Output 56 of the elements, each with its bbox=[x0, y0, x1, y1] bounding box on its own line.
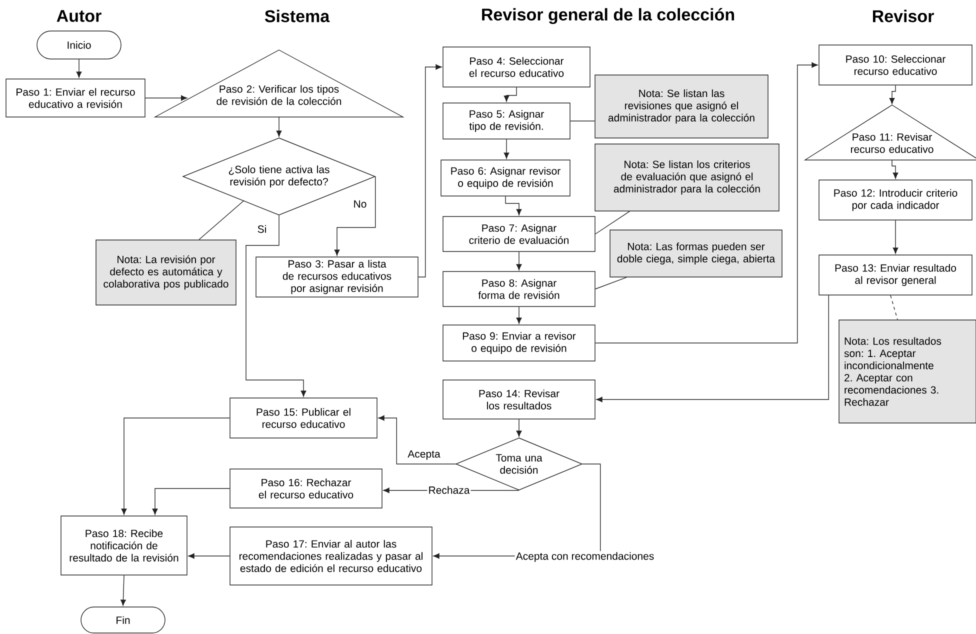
arrow bbox=[889, 85, 896, 104]
edge-label: Si bbox=[256, 224, 268, 234]
lane-heading: Revisor bbox=[872, 10, 934, 22]
process-box: Paso 4: Seleccionar el recurso educativo bbox=[442, 46, 590, 88]
note-box: Nota: Los resultados son: 1. Aceptar incondicionalmente 2. Aceptar con recomendaciones 3. Rechazar bbox=[838, 320, 976, 424]
leader-line bbox=[570, 120, 595, 122]
edge-label: No bbox=[352, 199, 368, 209]
lane-heading: Sistema bbox=[264, 10, 330, 22]
process-box: Paso 3: Pasar a lista de recursos educativos por asignar revisión bbox=[256, 256, 418, 298]
arrow bbox=[892, 220, 898, 254]
process-box: Paso 16: Rechazar el recurso educativo bbox=[230, 468, 382, 508]
arrow bbox=[188, 553, 230, 559]
process-box: Paso 12: Introducir criterio por cada indicador bbox=[818, 180, 972, 220]
process-box: Paso 7: Asignar criterio de evaluación bbox=[442, 216, 596, 252]
edge-label: Acepta con recomendaciones bbox=[514, 551, 656, 563]
leader-line bbox=[890, 295, 898, 320]
arrow bbox=[276, 116, 282, 137]
process-box: Paso 15: Publicar el recurso educativo bbox=[230, 398, 378, 438]
arrow bbox=[121, 418, 230, 515]
arrow bbox=[504, 139, 510, 159]
arrow bbox=[145, 95, 188, 101]
note-box: Nota: Las formas pueden ser doble ciega, simple ciega, abierta bbox=[610, 230, 782, 278]
leader-line bbox=[198, 200, 244, 240]
edge-label: Acepta bbox=[406, 449, 442, 461]
edge-label: Rechaza bbox=[427, 485, 471, 495]
process-box: Paso 6: Asignar revisor o equipo de revisión bbox=[440, 160, 570, 196]
note-box: Nota: Se listan las revisiones que asignó el administrador para la colección bbox=[594, 74, 768, 138]
process-box: Paso 17: Enviar al autor las recomendaciones realizadas y pasar al estado de edición el recurso educativo bbox=[230, 526, 432, 586]
arrow bbox=[120, 575, 126, 606]
arrow bbox=[76, 59, 82, 78]
arrow bbox=[596, 295, 830, 402]
process-box: Paso 13: Enviar resultado al revisor general bbox=[818, 254, 972, 296]
arrow bbox=[334, 176, 376, 256]
arrow bbox=[504, 87, 517, 102]
process-box: Paso 9: Enviar a revisor o equipo de revisión bbox=[442, 324, 596, 362]
arrow bbox=[516, 419, 522, 437]
arrow bbox=[516, 252, 522, 270]
leader-line bbox=[595, 277, 627, 290]
arrow bbox=[892, 160, 898, 179]
arrow bbox=[246, 215, 306, 397]
arrow bbox=[418, 64, 442, 278]
note-box: Nota: Se listan los criterios de evaluación que asignó el administrador para la colección bbox=[594, 144, 780, 212]
leader-line bbox=[595, 211, 630, 234]
arrow bbox=[378, 415, 456, 464]
arrow bbox=[516, 306, 522, 324]
process-box: Paso 5: Asignar tipo de revisión. bbox=[442, 102, 570, 140]
process-box: Paso 18: Recibe notificación de resultado de la revisión bbox=[60, 516, 188, 576]
arrow bbox=[595, 62, 818, 344]
process-box: Paso 14: Revisar los resultados bbox=[442, 380, 596, 420]
lane-heading: Revisor general de la colección bbox=[482, 8, 734, 24]
process-box: Paso 1: Enviar el recurso educativo a revisión bbox=[6, 78, 146, 118]
note-box: Nota: La revisión por defecto es automática y colaborativa pos publicado bbox=[96, 240, 236, 306]
process-box: Paso 8: Asignar forma de revisión bbox=[442, 271, 596, 307]
arrow bbox=[505, 196, 522, 216]
arrow bbox=[152, 488, 230, 515]
process-box: Paso 10: Seleccionar recurso educativo bbox=[818, 44, 972, 86]
